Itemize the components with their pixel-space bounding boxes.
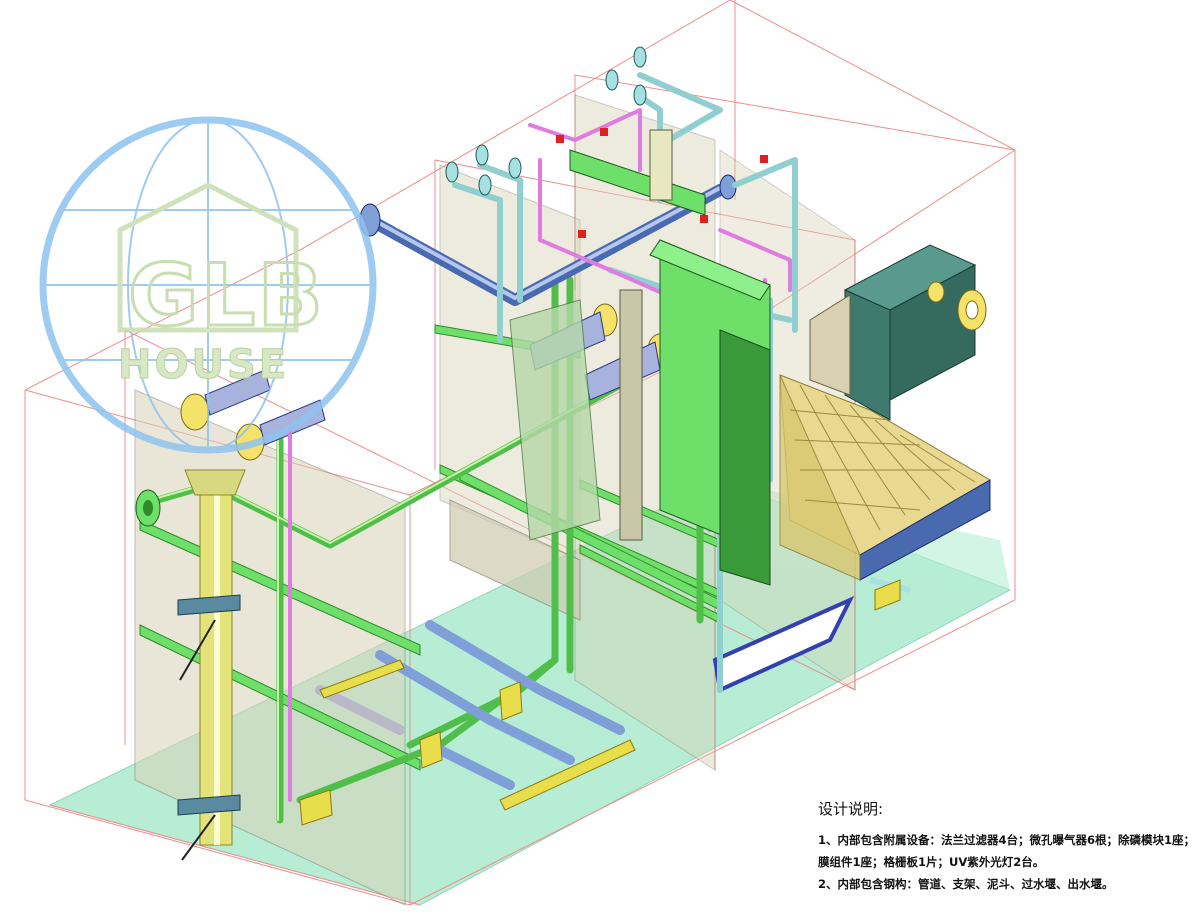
design-notes: 设计说明: 1、内部包含附属设备：法兰过滤器4台；微孔曝气器6根；除磷模块1座；… [818,798,1195,895]
grating-panel [779,374,991,581]
isometric-equipment-drawing: GLB HOUSE [24,0,1016,906]
influent-column [177,469,246,861]
phosphorus-removal-module [809,244,977,421]
watermark-letters: GLB [128,246,325,346]
aeration-diffusers [315,620,625,790]
pink-valves [556,128,768,238]
outlet-flange [927,281,987,331]
riser-pipe [619,129,673,541]
design-notes-line-2: 膜组件1座；格栅板1片；UV紫外光灯2台。 [818,855,1045,869]
membrane-module [509,149,771,586]
blue-pipes [364,184,726,306]
drawing-stage: GLB HOUSE 设计说明: 1、内部包含附属设备：法兰过滤器4台；微孔曝气器… [24,0,1195,906]
design-notes-line-3: 2、内部包含钢构：管道、支架、泥斗、过水堰、出水堰。 [818,877,1114,891]
yellow-supports [299,659,636,826]
outlet-bottom-pipe [869,577,911,611]
design-notes-line-1: 1、内部包含附属设备：法兰过滤器4台；微孔曝气器6根；除磷模块1座； [818,833,1195,847]
design-notes-title: 设计说明: [818,800,884,818]
aqua-flanges [445,46,647,196]
watermark-logo [39,116,377,454]
watermark-subtext: HOUSE [118,342,289,388]
inlet-flange [135,489,161,527]
grating-holes [789,384,976,531]
